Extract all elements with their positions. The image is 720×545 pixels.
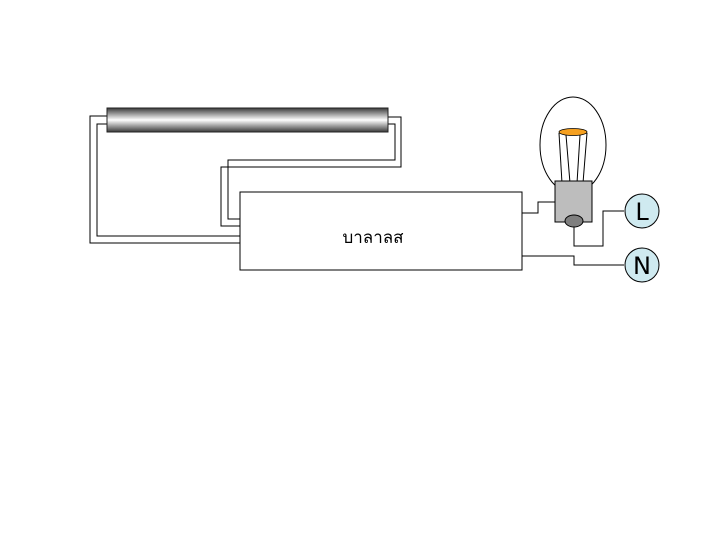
bulb-filament xyxy=(558,132,588,184)
bulb-glass xyxy=(539,96,607,194)
bulb-contact xyxy=(564,214,584,228)
live-terminal-label: L xyxy=(635,198,649,226)
fluorescent-tube xyxy=(106,107,389,133)
tube-left-wires xyxy=(89,115,240,244)
bulb xyxy=(539,96,607,228)
live-wire xyxy=(573,210,624,247)
ballast-label: บาลาลส xyxy=(342,228,404,248)
filament-cap xyxy=(558,128,588,136)
ballast-box xyxy=(239,191,523,271)
neutral-wire xyxy=(522,255,624,266)
ballast-to-socket-wire xyxy=(522,201,555,214)
tube-right-wires xyxy=(220,116,402,227)
neutral-terminal: N xyxy=(624,247,660,283)
neutral-terminal-label: N xyxy=(633,252,651,280)
live-terminal: L xyxy=(624,193,660,229)
